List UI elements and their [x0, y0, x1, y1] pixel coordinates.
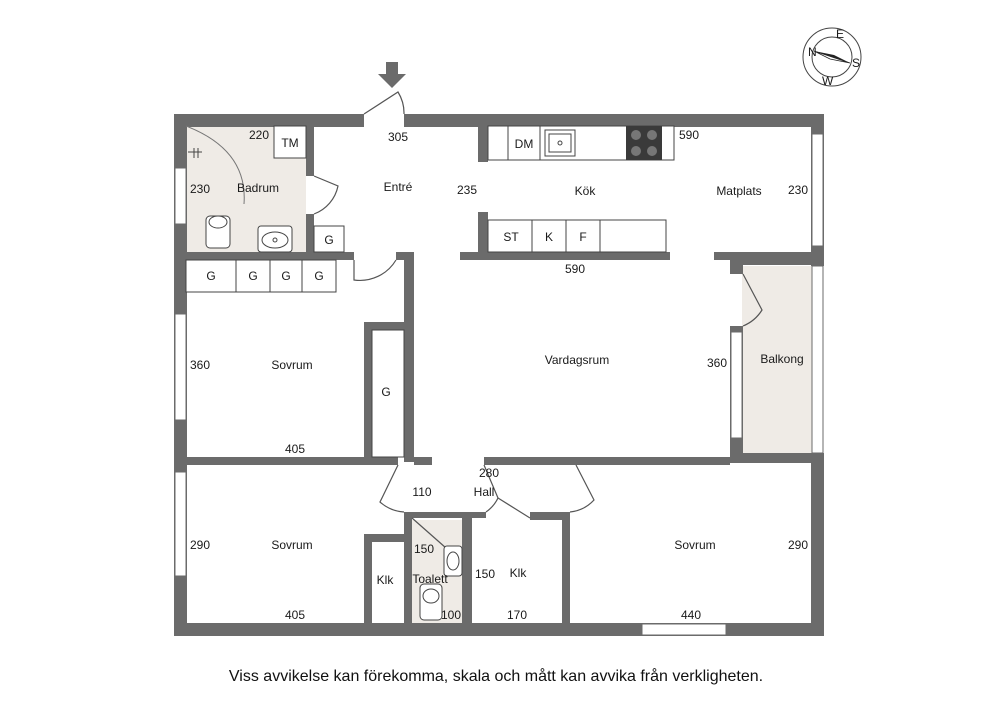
room-entre: Entré: [384, 180, 413, 194]
dim-440: 440: [681, 608, 701, 622]
doors: [313, 91, 763, 549]
dim-590-top: 590: [679, 128, 699, 142]
f-label: F: [579, 230, 586, 244]
compass-s: S: [852, 56, 860, 70]
room-labels: Badrum Entré Kök Matplats Sovrum Vardags…: [237, 180, 804, 587]
dimension-labels: 220 305 590 230 235 230 590 360 360 405 …: [190, 128, 808, 622]
dim-360-left: 360: [190, 358, 210, 372]
dm-label: DM: [515, 137, 534, 151]
g3-label: G: [281, 269, 290, 283]
wardrobe-row: [185, 259, 337, 293]
g-closet-label: G: [381, 385, 390, 399]
dim-170: 170: [507, 608, 527, 622]
dim-150-b: 150: [475, 567, 495, 581]
room-badrum: Badrum: [237, 181, 279, 195]
room-sovrum-top: Sovrum: [271, 358, 312, 372]
dim-305: 305: [388, 130, 408, 144]
stove-icon: [626, 126, 662, 160]
room-sovrum-right: Sovrum: [674, 538, 715, 552]
room-klk-left: Klk: [377, 573, 395, 587]
g-entre-label: G: [324, 233, 333, 247]
dim-290-left: 290: [190, 538, 210, 552]
dim-100: 100: [441, 608, 461, 622]
compass-icon: N E S W: [802, 27, 862, 88]
dim-235: 235: [457, 183, 477, 197]
interior-walls: [186, 126, 744, 630]
compass-e: E: [836, 27, 844, 41]
g4-label: G: [314, 269, 323, 283]
compass-w: W: [822, 74, 834, 88]
shower-head-icon: [188, 148, 202, 158]
dim-405-bot: 405: [285, 608, 305, 622]
room-toalett: Toalett: [412, 572, 448, 586]
shower-curve: [185, 125, 245, 205]
kitchen-counter-bottom: [487, 219, 667, 253]
k-label: K: [545, 230, 553, 244]
room-matplats: Matplats: [716, 184, 761, 198]
room-balkong: Balkong: [760, 352, 803, 366]
room-kok: Kök: [575, 184, 597, 198]
compass-n: N: [808, 45, 817, 59]
dim-220: 220: [249, 128, 269, 142]
dim-280: 280: [479, 466, 499, 480]
dim-150-a: 150: [414, 542, 434, 556]
dim-110: 110: [412, 485, 431, 499]
dim-405-top: 405: [285, 442, 305, 456]
dim-230-left: 230: [190, 182, 210, 196]
dim-230-right: 230: [788, 183, 808, 197]
dim-590-mid: 590: [565, 262, 585, 276]
room-hall: Hall: [474, 485, 495, 499]
toilet-fixtures: [419, 545, 463, 621]
g1-label: G: [206, 269, 215, 283]
closet-wardrobe: [371, 329, 405, 458]
entrance-arrow-icon: [378, 62, 406, 88]
room-sovrum-left: Sovrum: [271, 538, 312, 552]
room-vardagsrum: Vardagsrum: [545, 353, 609, 367]
dim-360-right: 360: [707, 356, 727, 370]
g2-label: G: [248, 269, 257, 283]
dim-290-right: 290: [788, 538, 808, 552]
bathroom-fixtures: [205, 125, 307, 253]
st-label: ST: [503, 230, 519, 244]
windows: [174, 133, 824, 636]
disclaimer-text: Viss avvikelse kan förekomma, skala och …: [228, 668, 764, 685]
tm-label: TM: [281, 136, 298, 150]
room-klk-mid: Klk: [510, 566, 528, 580]
wardrobe-entre: [313, 225, 345, 253]
fixture-labels: TM DM ST K F G G G G G G: [206, 136, 586, 399]
